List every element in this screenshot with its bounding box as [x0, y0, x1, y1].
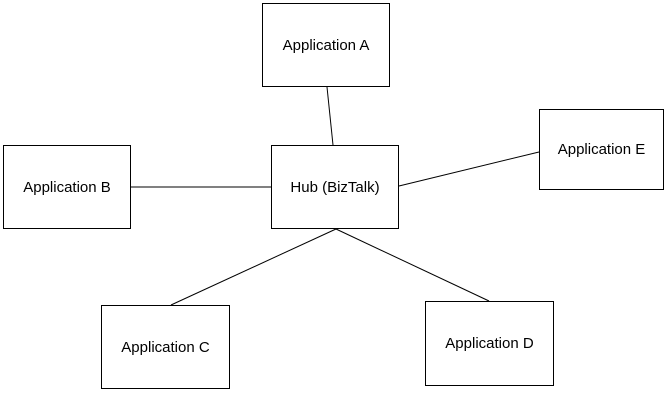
node-application-e-label: Application E	[557, 141, 646, 158]
node-application-a: Application A	[262, 3, 390, 87]
node-application-b-label: Application B	[23, 178, 111, 196]
edge-hub-application-c	[170, 228, 337, 306]
node-application-c: Application C	[101, 305, 230, 389]
node-hub-biztalk: Hub (BizTalk)	[271, 145, 399, 229]
node-application-d-label: Application D	[445, 335, 534, 352]
node-application-c-label: Application C	[121, 338, 210, 356]
edge-hub-application-e	[398, 151, 540, 187]
node-application-e: Application E	[539, 109, 664, 190]
node-application-a-label: Application A	[282, 36, 370, 54]
node-application-d: Application D	[425, 301, 554, 386]
node-application-b: Application B	[3, 145, 131, 229]
edge-application-a-hub	[326, 86, 334, 146]
node-hub-biztalk-label: Hub (BizTalk)	[290, 178, 380, 196]
edge-hub-application-d	[335, 228, 490, 302]
